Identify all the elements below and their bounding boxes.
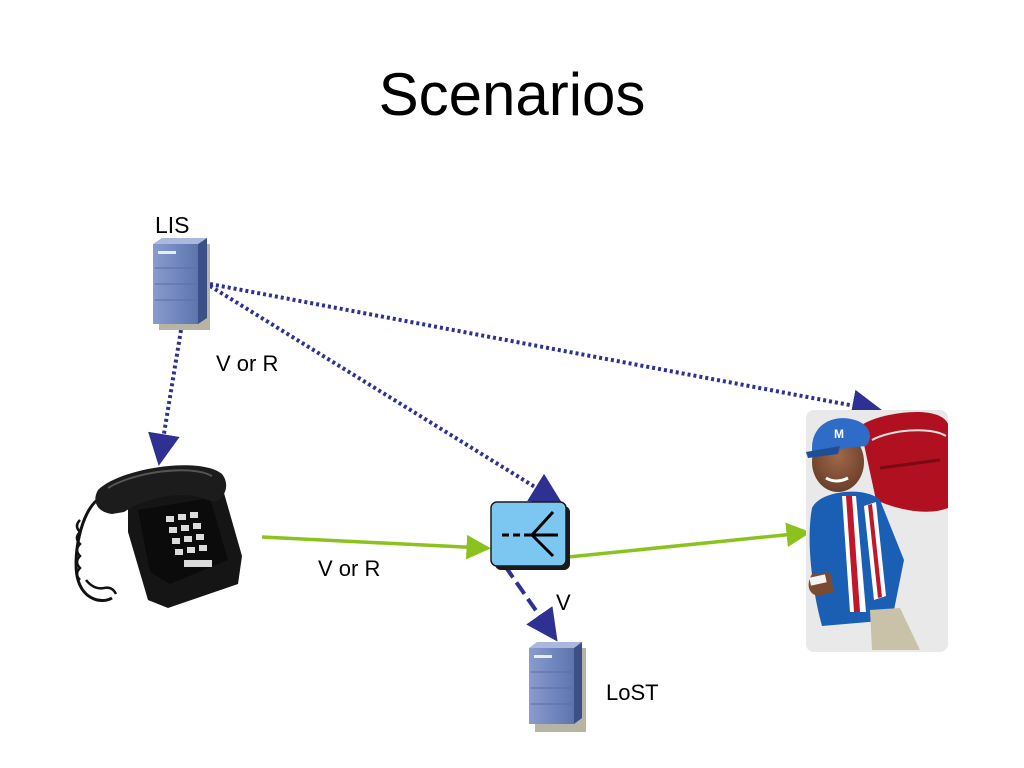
- router-icon: [490, 501, 570, 570]
- lost-label: LoST: [606, 680, 659, 705]
- arrow-lis-to-phone: [148, 329, 183, 466]
- lis-server-icon: [153, 238, 210, 330]
- telephone-icon: [74, 465, 242, 608]
- arrow-phone-to-router: [261, 534, 491, 560]
- lis-to-phone-label: V or R: [216, 351, 279, 376]
- svg-text:M: M: [834, 427, 844, 441]
- arrow-router-to-person: [567, 522, 811, 559]
- arrow-lis-to-router: [208, 284, 563, 505]
- router-to-lost-label: V: [556, 590, 571, 615]
- lis-label: LIS: [155, 212, 190, 238]
- lost-server-icon: [529, 642, 586, 732]
- arrow-router-to-lost: [503, 564, 558, 642]
- slide-title: Scenarios: [378, 61, 646, 128]
- arrow-lis-to-person: [209, 282, 884, 422]
- delivery-person-icon: M: [806, 410, 948, 652]
- phone-to-router-label: V or R: [318, 556, 381, 581]
